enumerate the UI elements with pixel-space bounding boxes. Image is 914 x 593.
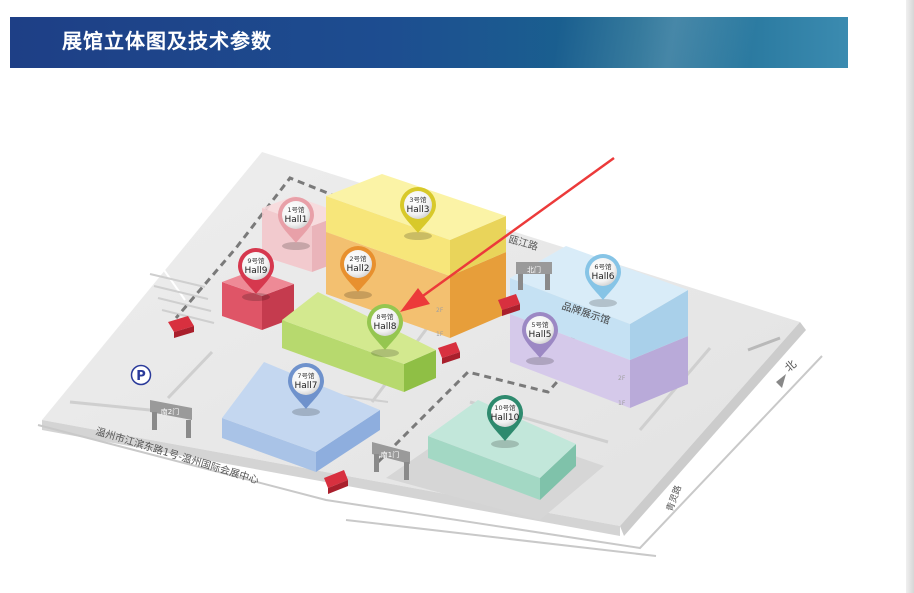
gate-south2-label: 南2门 (161, 407, 179, 416)
hall-pin-en-label: Hall2 (346, 264, 369, 274)
page-title: 展馆立体图及技术参数 (62, 29, 272, 53)
hall-pin-cn-label: 8号馆 (376, 312, 394, 321)
scroll-rail[interactable] (906, 0, 914, 593)
hall-pin-cn-label: 1号馆 (287, 205, 305, 214)
hall8-building[interactable] (282, 292, 436, 392)
north-label: 北 (782, 358, 799, 375)
parking-icon: P (136, 369, 146, 384)
hall10-building[interactable] (428, 400, 576, 500)
hall-pin-en-label: Hall1 (284, 215, 307, 225)
gate-south1-label: 南1门 (381, 450, 399, 459)
highlight-arrow (400, 156, 615, 312)
hall-pin-en-label: Hall5 (528, 330, 551, 340)
floor-tags: 2F 1F 2F 1F (436, 307, 626, 407)
hall-pin-en-label: Hall9 (244, 266, 267, 276)
hall-pin-cn-label: 5号馆 (531, 320, 549, 329)
floor-1f-hall2: 1F (436, 331, 444, 338)
floor-2f-hall5: 2F (618, 375, 626, 382)
gate-north[interactable]: 北门 (516, 262, 552, 290)
gate-south1[interactable]: 南1门 (372, 442, 410, 480)
hall-pin-cn-label: 9号馆 (247, 256, 265, 265)
hall-pin-cn-label: 6号馆 (594, 262, 612, 271)
hall-pin-cn-label: 2号馆 (349, 254, 367, 263)
floor-1f-hall5: 1F (618, 400, 626, 407)
header-banner: 展馆立体图及技术参数 (10, 17, 848, 68)
hall-pin-en-label: Hall7 (294, 381, 317, 391)
walk-paths (174, 176, 582, 464)
hall-pin-en-label: Hall10 (491, 413, 520, 423)
hall-pin-en-label: Hall8 (373, 322, 396, 332)
road-right-label: 青灵路 (664, 484, 685, 513)
north-arrow-icon (776, 374, 786, 388)
banner-glow (528, 17, 848, 68)
hall-pin-cn-label: 3号馆 (409, 195, 427, 204)
hall7-building[interactable] (222, 362, 380, 472)
parking-sign: P (130, 364, 152, 386)
hall-pin-cn-label: 7号馆 (297, 371, 315, 380)
hall-pin-cn-label: 10号馆 (494, 403, 516, 412)
hall-pin-en-label: Hall6 (591, 272, 614, 282)
hall-pin-en-label: Hall3 (406, 205, 429, 215)
entrance-markers (168, 294, 520, 494)
floor-2f-hall2: 2F (436, 307, 444, 314)
gate-south2[interactable]: 南2门 (150, 400, 192, 438)
gate-north-label: 北门 (527, 265, 541, 274)
